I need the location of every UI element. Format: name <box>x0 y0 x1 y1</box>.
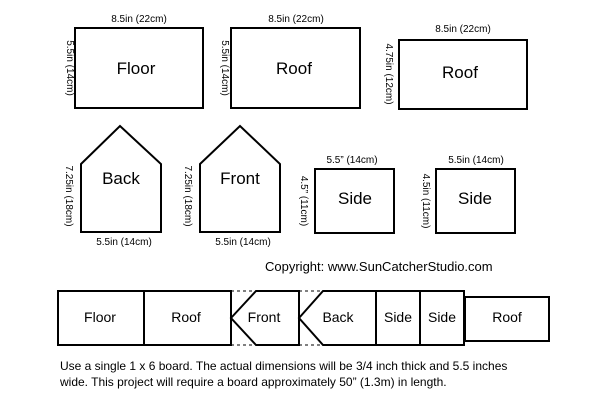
front-shape <box>199 124 281 233</box>
front-height-label: 7.25in (18cm) <box>182 165 193 226</box>
side1-height-label: 4.5” (11cm) <box>298 176 309 226</box>
roof2-label: Roof <box>442 63 478 82</box>
roof2-height-label: 4.75in (12cm) <box>383 43 394 104</box>
front-label: Front <box>220 169 260 188</box>
back-shape <box>80 124 162 233</box>
side1-label: Side <box>338 189 372 208</box>
board-roof2-label: Roof <box>492 309 522 325</box>
back-width-label: 5.5in (14cm) <box>96 237 152 248</box>
board-side-2 <box>419 290 465 346</box>
board-side2-label: Side <box>428 309 456 325</box>
board-side1-label: Side <box>384 309 412 325</box>
board-layout: Floor Roof Front Back Side Side Roof <box>57 290 550 346</box>
side2-height-label: 4.5in (11cm) <box>420 174 431 229</box>
floor-label: Floor <box>117 59 156 78</box>
roof-piece-2: 8.5in (22cm) 4.75in (12cm) Roof <box>383 24 528 110</box>
board-front-label: Front <box>248 309 281 325</box>
board-back-label: Back <box>322 309 354 325</box>
board-roof-2 <box>464 296 550 342</box>
side2-shape <box>435 168 516 234</box>
floor-width-label: 8.5in (22cm) <box>111 14 167 25</box>
back-piece: 5.5in (14cm) 7.25in (18cm) Back <box>63 124 162 248</box>
floor-height-label: 5.5in (14cm) <box>64 40 75 96</box>
copyright-text: Copyright: www.SunCatcherStudio.com <box>265 259 493 274</box>
back-height-label: 7.25in (18cm) <box>63 165 74 226</box>
board-side-1 <box>375 290 421 346</box>
side-piece-2: 5.5in (14cm) 4.5in (11cm) Side <box>420 155 516 234</box>
back-label: Back <box>102 169 140 188</box>
note-line-2: wide. This project will require a board … <box>59 375 447 389</box>
roof2-width-label: 8.5in (22cm) <box>435 24 491 35</box>
roof1-width-label: 8.5in (22cm) <box>268 14 324 25</box>
floor-piece: 8.5in (22cm) 5.5in (14cm) Floor <box>64 14 204 109</box>
floor-shape <box>74 27 204 109</box>
front-width-label: 5.5in (14cm) <box>215 237 271 248</box>
roof2-shape <box>398 39 528 110</box>
roof1-shape <box>230 27 361 109</box>
front-piece: 5.5in (14cm) 7.25in (18cm) Front <box>182 124 281 248</box>
side1-width-label: 5.5” (14cm) <box>326 155 377 166</box>
side2-label: Side <box>458 189 492 208</box>
roof1-label: Roof <box>276 59 312 78</box>
side2-width-label: 5.5in (14cm) <box>448 155 504 166</box>
note-line-1: Use a single 1 x 6 board. The actual dim… <box>60 359 507 373</box>
board-roof1-label: Roof <box>171 309 201 325</box>
side1-shape <box>314 168 395 234</box>
side-piece-1: 5.5” (14cm) 4.5” (11cm) Side <box>298 155 395 234</box>
roof-piece-1: 8.5in (22cm) 5.5in (14cm) Roof <box>219 14 361 109</box>
roof1-height-label: 5.5in (14cm) <box>219 40 230 96</box>
board-floor-label: Floor <box>84 309 116 325</box>
